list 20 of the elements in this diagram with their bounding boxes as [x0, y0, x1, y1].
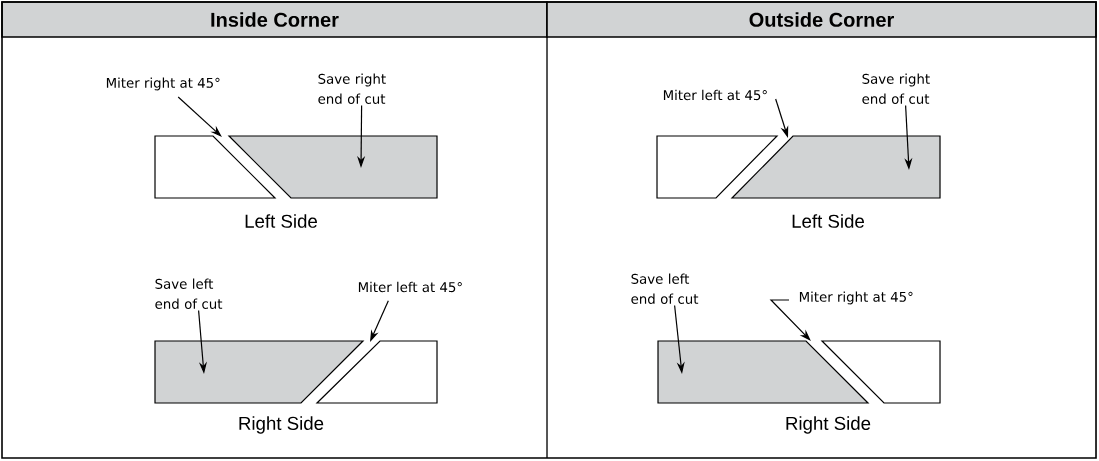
callout-text: Miter right at 45° — [799, 291, 913, 305]
callout-text: Save right end of cut — [318, 73, 386, 104]
board-piece — [154, 340, 365, 404]
leader-line — [769, 299, 811, 341]
leader-line — [177, 96, 222, 137]
column-header: Inside Corner — [1, 1, 548, 38]
side-label: Right Side — [239, 416, 324, 434]
side-label: Left Side — [792, 214, 864, 228]
callout-text: Save right end of cut — [862, 73, 930, 104]
callout-text: Miter left at 45° — [358, 281, 462, 293]
callout-text: Save left end of cut — [155, 278, 223, 309]
side-label: Right Side — [786, 416, 871, 434]
callout-text: Save left end of cut — [631, 273, 699, 304]
callout-text: Miter right at 45° — [106, 77, 220, 91]
board-piece — [656, 135, 779, 199]
board-piece — [154, 135, 277, 199]
column-header: Outside Corner — [546, 1, 1097, 38]
board-piece — [657, 340, 870, 404]
callout-text: Miter left at 45° — [663, 89, 767, 101]
side-label: Left Side — [245, 214, 317, 228]
